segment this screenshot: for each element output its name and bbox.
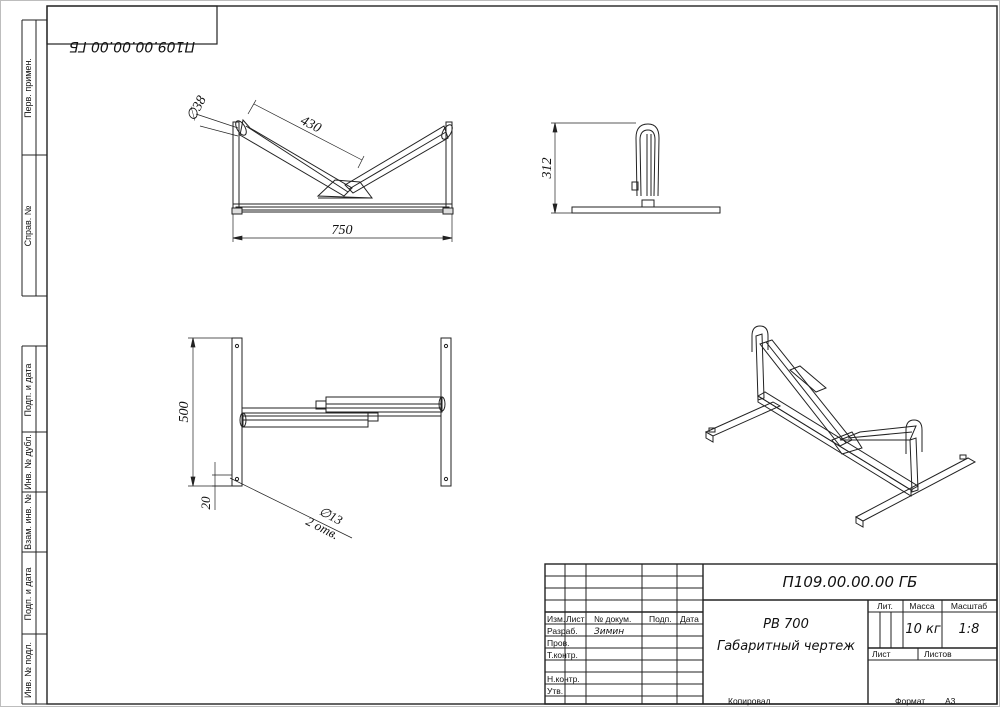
top-view-dimensions xyxy=(188,337,353,539)
tb-prov: Пров. xyxy=(547,638,569,648)
title-block xyxy=(544,563,998,705)
tb-podp: Подп. xyxy=(649,614,672,624)
tb-razrab-name: Зимин xyxy=(594,627,624,637)
tb-utv: Утв. xyxy=(547,686,563,696)
top-view xyxy=(231,337,452,487)
side-stamp xyxy=(21,19,47,705)
tb-masshtab: Масштаб xyxy=(951,601,987,611)
dim-diameter-38: ∅38 xyxy=(184,94,210,124)
tb-n-kontr: Н.контр. xyxy=(547,674,580,684)
title-scale-value: 1:8 xyxy=(959,622,980,637)
title-mass-value: 10 кг xyxy=(905,622,941,637)
side-label-inv-podl: Инв. № подл. xyxy=(23,642,33,698)
dim-length-430: 430 xyxy=(298,113,324,136)
footer-kopiroval: Копировал xyxy=(728,696,771,706)
tb-list-label: Лист xyxy=(872,649,891,659)
side-label-podp-data-1: Подп. и дата xyxy=(23,363,33,416)
top-designation-box xyxy=(46,5,218,45)
dim-width-750: 750 xyxy=(332,223,353,238)
top-designation-mirrored: П109.00.00.00 ГБ xyxy=(69,38,195,54)
tb-razrab: Разраб. xyxy=(547,626,578,636)
tb-doc-no: № докум. xyxy=(594,614,631,624)
footer-format-label: Формат xyxy=(895,696,925,706)
footer-format-value: А3 xyxy=(945,696,956,706)
tb-data: Дата xyxy=(680,614,699,624)
tb-t-kontr: Т.контр. xyxy=(547,650,578,660)
front-view-dimensions xyxy=(195,99,453,242)
dim-depth-500: 500 xyxy=(177,402,192,423)
title-designation: П109.00.00.00 ГБ xyxy=(783,573,918,591)
tb-listov: Листов xyxy=(924,649,952,659)
tb-izm: Изм. xyxy=(547,614,565,624)
dim-height-312: 312 xyxy=(540,158,555,180)
side-view-dimensions xyxy=(551,122,636,214)
side-label-sprav-no: Справ. № xyxy=(23,205,33,246)
front-view xyxy=(231,118,454,215)
tb-massa: Масса xyxy=(909,601,934,611)
title-document-name: Габаритный чертеж xyxy=(717,639,855,654)
side-label-perv-primen: Перв. примен. xyxy=(23,58,33,118)
tb-list: Лист xyxy=(566,614,585,624)
isometric-view xyxy=(704,325,977,528)
side-label-inv-dubl: Инв. № дубл. xyxy=(23,434,33,490)
sheet-inner-frame xyxy=(46,5,998,705)
side-label-podp-data-2: Подп. и дата xyxy=(23,567,33,620)
side-view xyxy=(571,123,721,214)
tb-lit: Лит. xyxy=(877,601,893,611)
dim-offset-20: 20 xyxy=(198,496,213,510)
side-label-vzam-inv: Взам. инв. № xyxy=(23,494,33,550)
title-product-name: РВ 700 xyxy=(763,617,809,632)
